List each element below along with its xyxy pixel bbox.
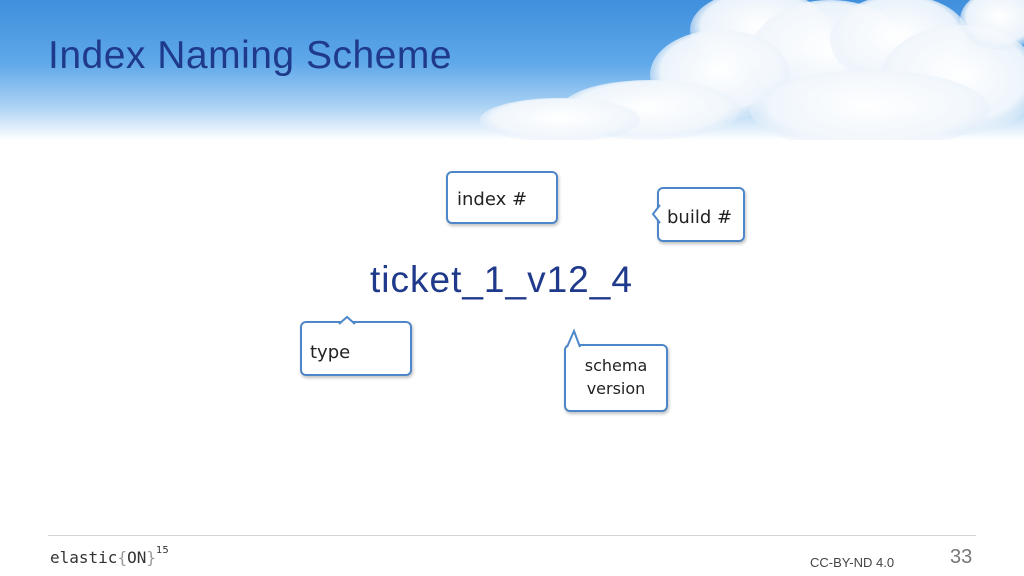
- license-text: CC-BY-ND 4.0: [810, 555, 895, 570]
- slide-title: Index Naming Scheme: [48, 34, 453, 77]
- logo-year: 15: [155, 544, 169, 556]
- callout-index-label: index #: [457, 189, 528, 210]
- logo-on: ON: [127, 548, 147, 567]
- footer-divider: [48, 535, 976, 536]
- callout-pointer-icon: [566, 328, 581, 348]
- clouds-image: [480, 0, 1024, 140]
- callout-pointer-icon: [651, 204, 661, 224]
- callout-type: type: [300, 315, 412, 376]
- callout-type-label: type: [310, 342, 351, 363]
- callout-schema-line1: schema: [584, 356, 648, 375]
- index-name-example: ticket_1_v12_4: [370, 259, 633, 300]
- logo-open-brace: {: [117, 548, 128, 567]
- callout-schema-version: schema version: [564, 328, 668, 412]
- sky-header-background: [0, 0, 1024, 140]
- callout-build-label: build #: [667, 207, 733, 228]
- callout-schema-line2: version: [586, 379, 646, 398]
- callout-build-number: build #: [651, 187, 745, 242]
- logo-prefix: elastic: [50, 548, 118, 567]
- callout-pointer-icon: [338, 315, 356, 325]
- callout-index-number: index #: [446, 171, 558, 224]
- elastic-on-logo: elastic{ON}15: [50, 544, 169, 567]
- page-number: 33: [950, 546, 973, 568]
- logo-close-brace: }: [146, 548, 156, 567]
